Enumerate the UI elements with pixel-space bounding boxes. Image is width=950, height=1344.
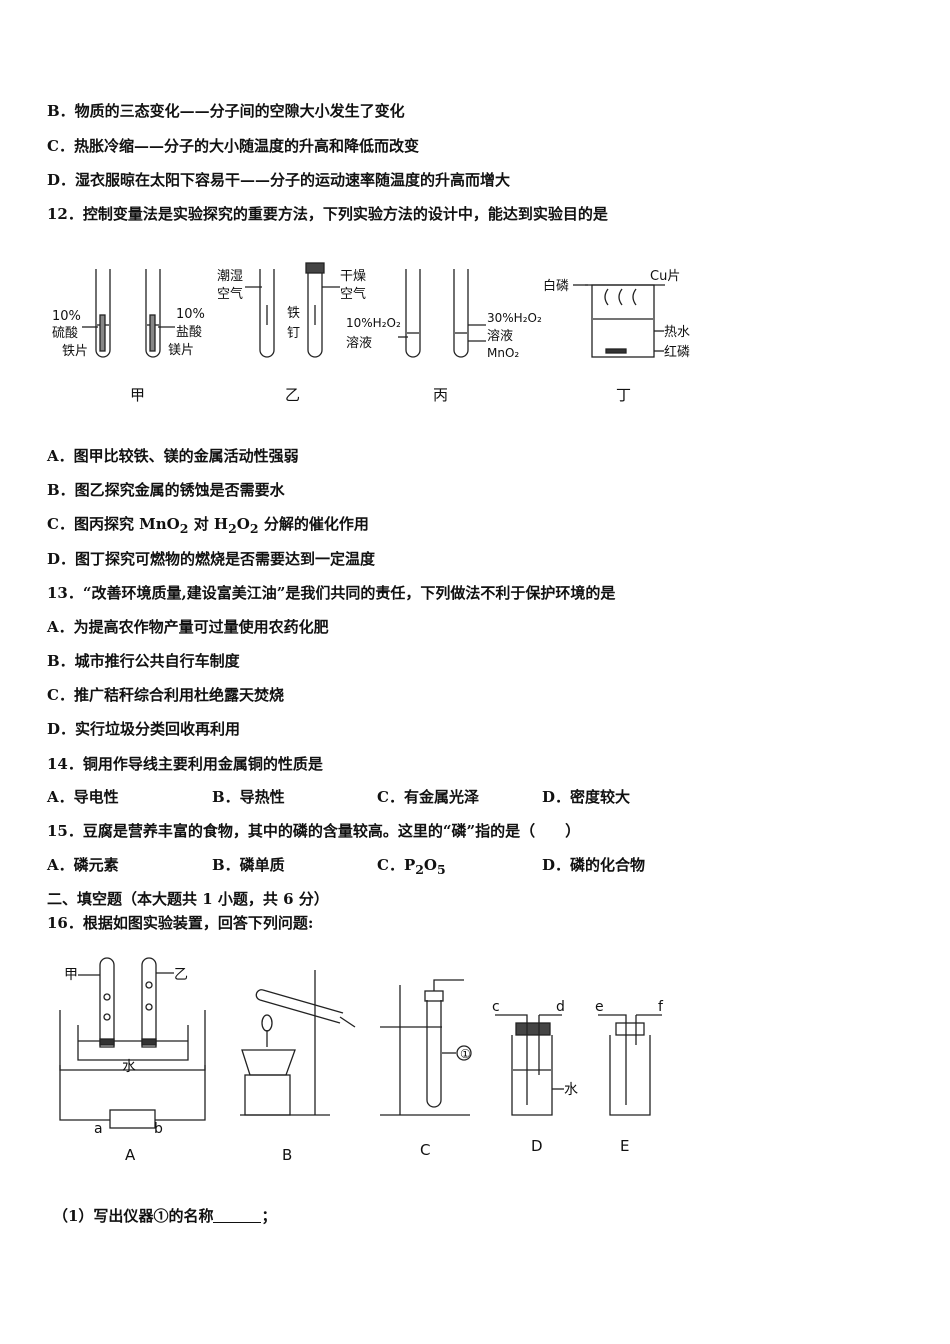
bing-right-2: 溶液 [487, 329, 513, 344]
q12-option-b: B．图乙探究金属的锈蚀是否需要水 [47, 481, 285, 499]
q13-option-a: A．为提高农作物产量可过量使用农药化肥 [47, 618, 329, 636]
caption-d: D [531, 1137, 543, 1155]
q12-figure: 10% 硫酸 铁片 10% 盐酸 镁片 潮湿 空气 铁 钉 干燥 空气 10%H… [52, 262, 690, 404]
q11-option-c: C．热胀冷缩——分子的大小随温度的升高和降低而改变 [47, 137, 419, 155]
fig-d-water: 水 [564, 1082, 578, 1098]
jia-left-2: 硫酸 [52, 326, 78, 341]
q14-option-b: B．导热性 [212, 788, 285, 806]
fig-a-water: 水 [122, 1059, 136, 1075]
jia-right-1: 10% [176, 307, 205, 322]
q14-option-c: C．有金属光泽 [377, 788, 479, 806]
yi-right-1: 干燥 [340, 269, 366, 284]
answer-blank[interactable] [213, 1208, 262, 1223]
fig-a-yi: 乙 [174, 967, 188, 983]
ding-1: 白磷 [543, 278, 569, 294]
q15-option-c: C．P2O5 [377, 856, 446, 877]
fig-c-label: ① [460, 1047, 471, 1061]
q15-stem: 15．豆腐是营养丰富的食物，其中的磷的含量较高。这里的“磷”指的是（ ） [47, 822, 581, 840]
caption-a: A [125, 1146, 136, 1164]
q13-option-c: C．推广秸秆综合利用杜绝露天焚烧 [47, 686, 284, 704]
q12-stem: 12．控制变量法是实验探究的重要方法，下列实验方法的设计中，能达到实验目的是 [47, 205, 608, 223]
caption-jia: 甲 [130, 386, 145, 404]
q12-option-c: C．图丙探究 MnO2 对 H2O2 分解的催化作用 [47, 515, 369, 536]
q11-option-b: B．物质的三态变化——分子间的空隙大小发生了变化 [47, 102, 405, 120]
jia-right-3: 镁片 [168, 343, 194, 358]
jia-left-3: 铁片 [62, 344, 88, 359]
bing-right-3: MnO₂ [487, 346, 519, 360]
ding-3: 热水 [664, 325, 690, 340]
fig-a-jia: 甲 [64, 967, 78, 983]
q13-stem: 13．“改善环境质量,建设富美江油”是我们共同的责任，下列做法不利于保护环境的是 [47, 584, 616, 602]
q15-option-b: B．磷单质 [212, 856, 285, 874]
q14-option-a: A．导电性 [47, 788, 119, 806]
fig-e-f: f [658, 999, 664, 1015]
q16-sub1: （1）写出仪器①的名称； [53, 1207, 277, 1225]
bing-right-1: 30%H₂O₂ [487, 311, 542, 325]
ding-4: 红磷 [664, 344, 690, 360]
q15-option-a: A．磷元素 [47, 856, 119, 874]
fig-a-b: b [154, 1121, 163, 1137]
bing-left-2: 溶液 [346, 336, 372, 351]
q12-option-a: A．图甲比较铁、镁的金属活动性强弱 [47, 447, 299, 465]
fig-d-d: d [556, 999, 565, 1015]
section-heading: 二、填空题（本大题共 1 小题，共 6 分） [47, 890, 329, 908]
caption-yi: 乙 [285, 386, 300, 404]
caption-e: E [620, 1137, 629, 1155]
yi-mid-2: 钉 [287, 326, 300, 341]
caption-c: C [420, 1141, 430, 1159]
q16-stem: 16．根据如图实验装置，回答下列问题: [47, 914, 314, 932]
ding-2: Cu片 [650, 269, 680, 284]
q16-figure: 甲 乙 水 a b ① c d 水 e f A B C D E [59, 957, 664, 1164]
fig-d-c: c [492, 999, 500, 1015]
q15-option-d: D．磷的化合物 [542, 856, 646, 874]
fig-a-a: a [94, 1121, 103, 1137]
q13-option-d: D．实行垃圾分类回收再利用 [47, 720, 241, 738]
q12-option-d: D．图丁探究可燃物的燃烧是否需要达到一定温度 [47, 550, 376, 568]
q13-option-b: B．城市推行公共自行车制度 [47, 652, 240, 670]
q14-option-d: D．密度较大 [542, 788, 631, 806]
jia-left-1: 10% [52, 309, 81, 324]
caption-ding: 丁 [616, 386, 631, 404]
yi-right-2: 空气 [340, 286, 366, 302]
jia-right-2: 盐酸 [176, 325, 202, 340]
q11-option-d: D．湿衣服晾在太阳下容易干——分子的运动速率随温度的升高而增大 [47, 171, 511, 189]
yi-left-2: 空气 [217, 286, 243, 302]
caption-bing: 丙 [433, 386, 448, 404]
caption-b: B [282, 1146, 292, 1164]
yi-mid-1: 铁 [287, 306, 300, 321]
bing-left-1: 10%H₂O₂ [346, 316, 401, 330]
yi-left-1: 潮湿 [217, 269, 243, 284]
fig-e-e: e [595, 999, 604, 1015]
q14-stem: 14．铜用作导线主要利用金属铜的性质是 [47, 755, 323, 773]
